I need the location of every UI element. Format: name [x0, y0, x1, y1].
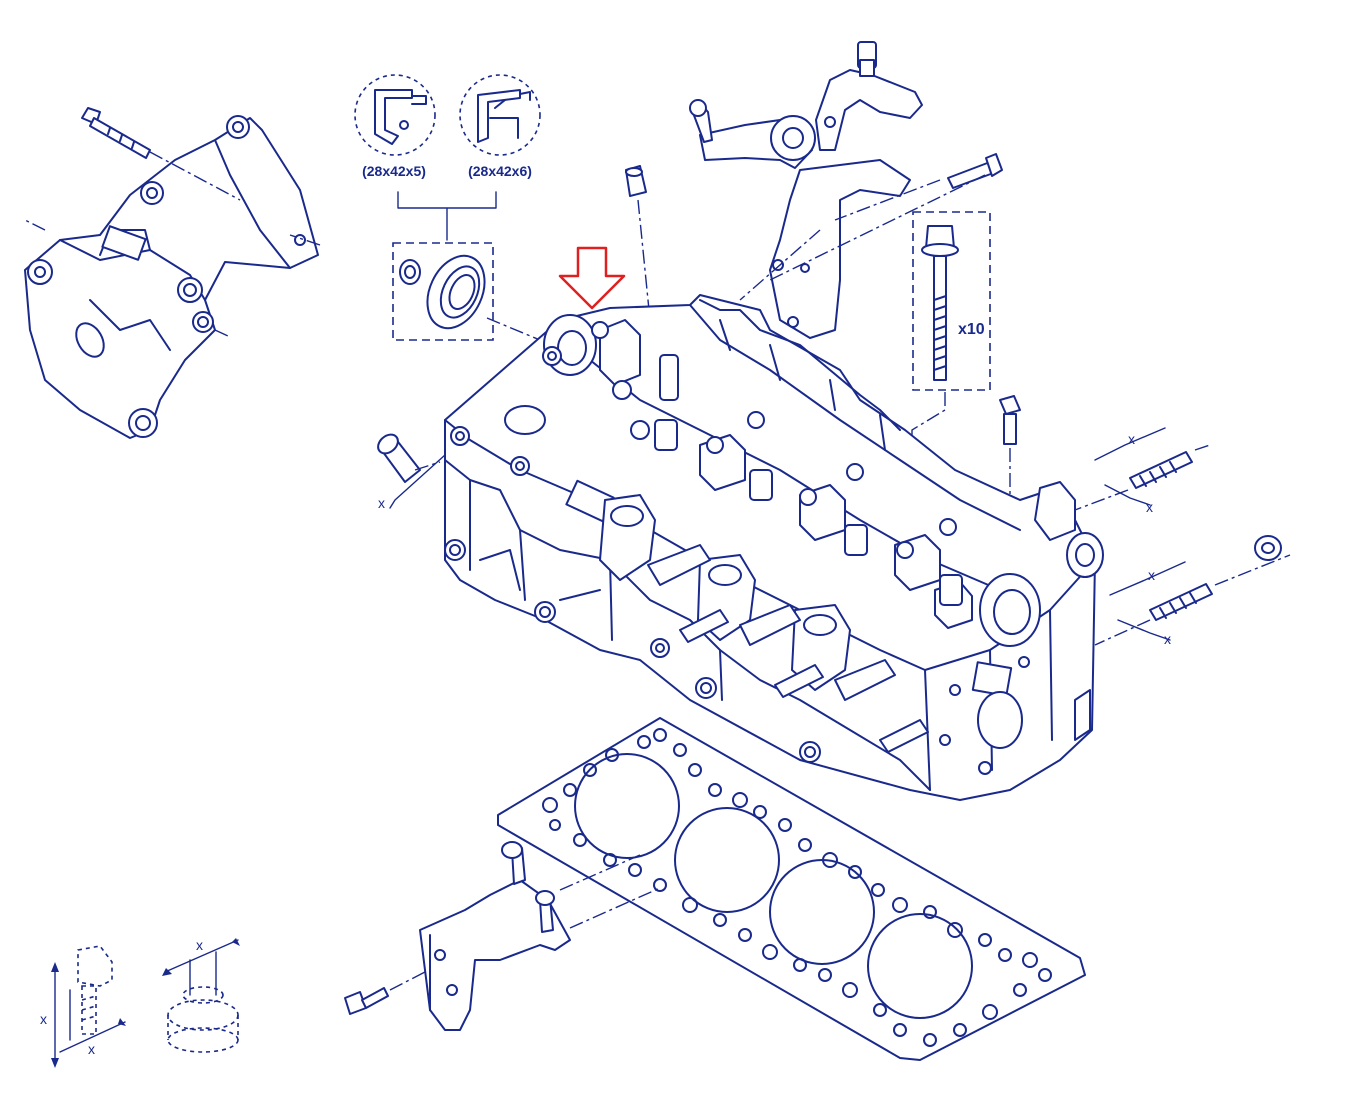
camshaft-plug: [399, 259, 421, 285]
seal-profile-a-icon: [354, 74, 436, 156]
locating-dowel-left: [377, 433, 421, 483]
bolt-legend-dim-b: x: [88, 1041, 95, 1057]
exhaust-stud-upper: [1129, 451, 1193, 489]
lifting-eye-bolt: [344, 987, 389, 1015]
down-arrow-icon: [558, 246, 626, 310]
stud-nut: [1254, 535, 1282, 561]
cylinder-head-bolt: [921, 225, 959, 381]
seal-a-size-label: (28x42x5): [362, 163, 426, 179]
seal-b-size-label: (28x42x6): [468, 163, 532, 179]
engine-lifting-eye: [419, 841, 571, 1031]
camshaft-seal-group: [392, 242, 494, 341]
bolt-dimension-legend: [51, 945, 126, 1068]
head-bolt-quantity: x10: [958, 321, 985, 338]
stud-lower-dim-a: x: [1148, 567, 1155, 583]
lifting-bracket: [689, 41, 923, 339]
dowel-dimension-label: x: [378, 495, 385, 511]
stud-upper-dim-b: x: [1146, 499, 1153, 515]
camshaft-oil-seal: [426, 254, 486, 330]
engine-mount-bracket: [24, 115, 319, 439]
bracket-bolt-right: [947, 153, 1003, 189]
cover-bolt: [999, 395, 1021, 445]
bolt-legend-dim-a: x: [40, 1011, 47, 1027]
seal-profile-b-icon: [459, 74, 541, 156]
stud-upper-dim-a: x: [1128, 431, 1135, 447]
dowel-dimension-legend: [162, 938, 240, 1053]
mount-bolt: [81, 107, 151, 159]
cylinder-head: [444, 294, 1104, 801]
cylinder-head-gasket: [497, 717, 1086, 1061]
valve-stem-seal: [625, 165, 647, 197]
dowel-legend-dim: x: [196, 937, 203, 953]
head-bolt-group: [912, 211, 991, 391]
exhaust-stud-lower: [1149, 583, 1213, 621]
stud-lower-dim-b: x: [1164, 631, 1171, 647]
